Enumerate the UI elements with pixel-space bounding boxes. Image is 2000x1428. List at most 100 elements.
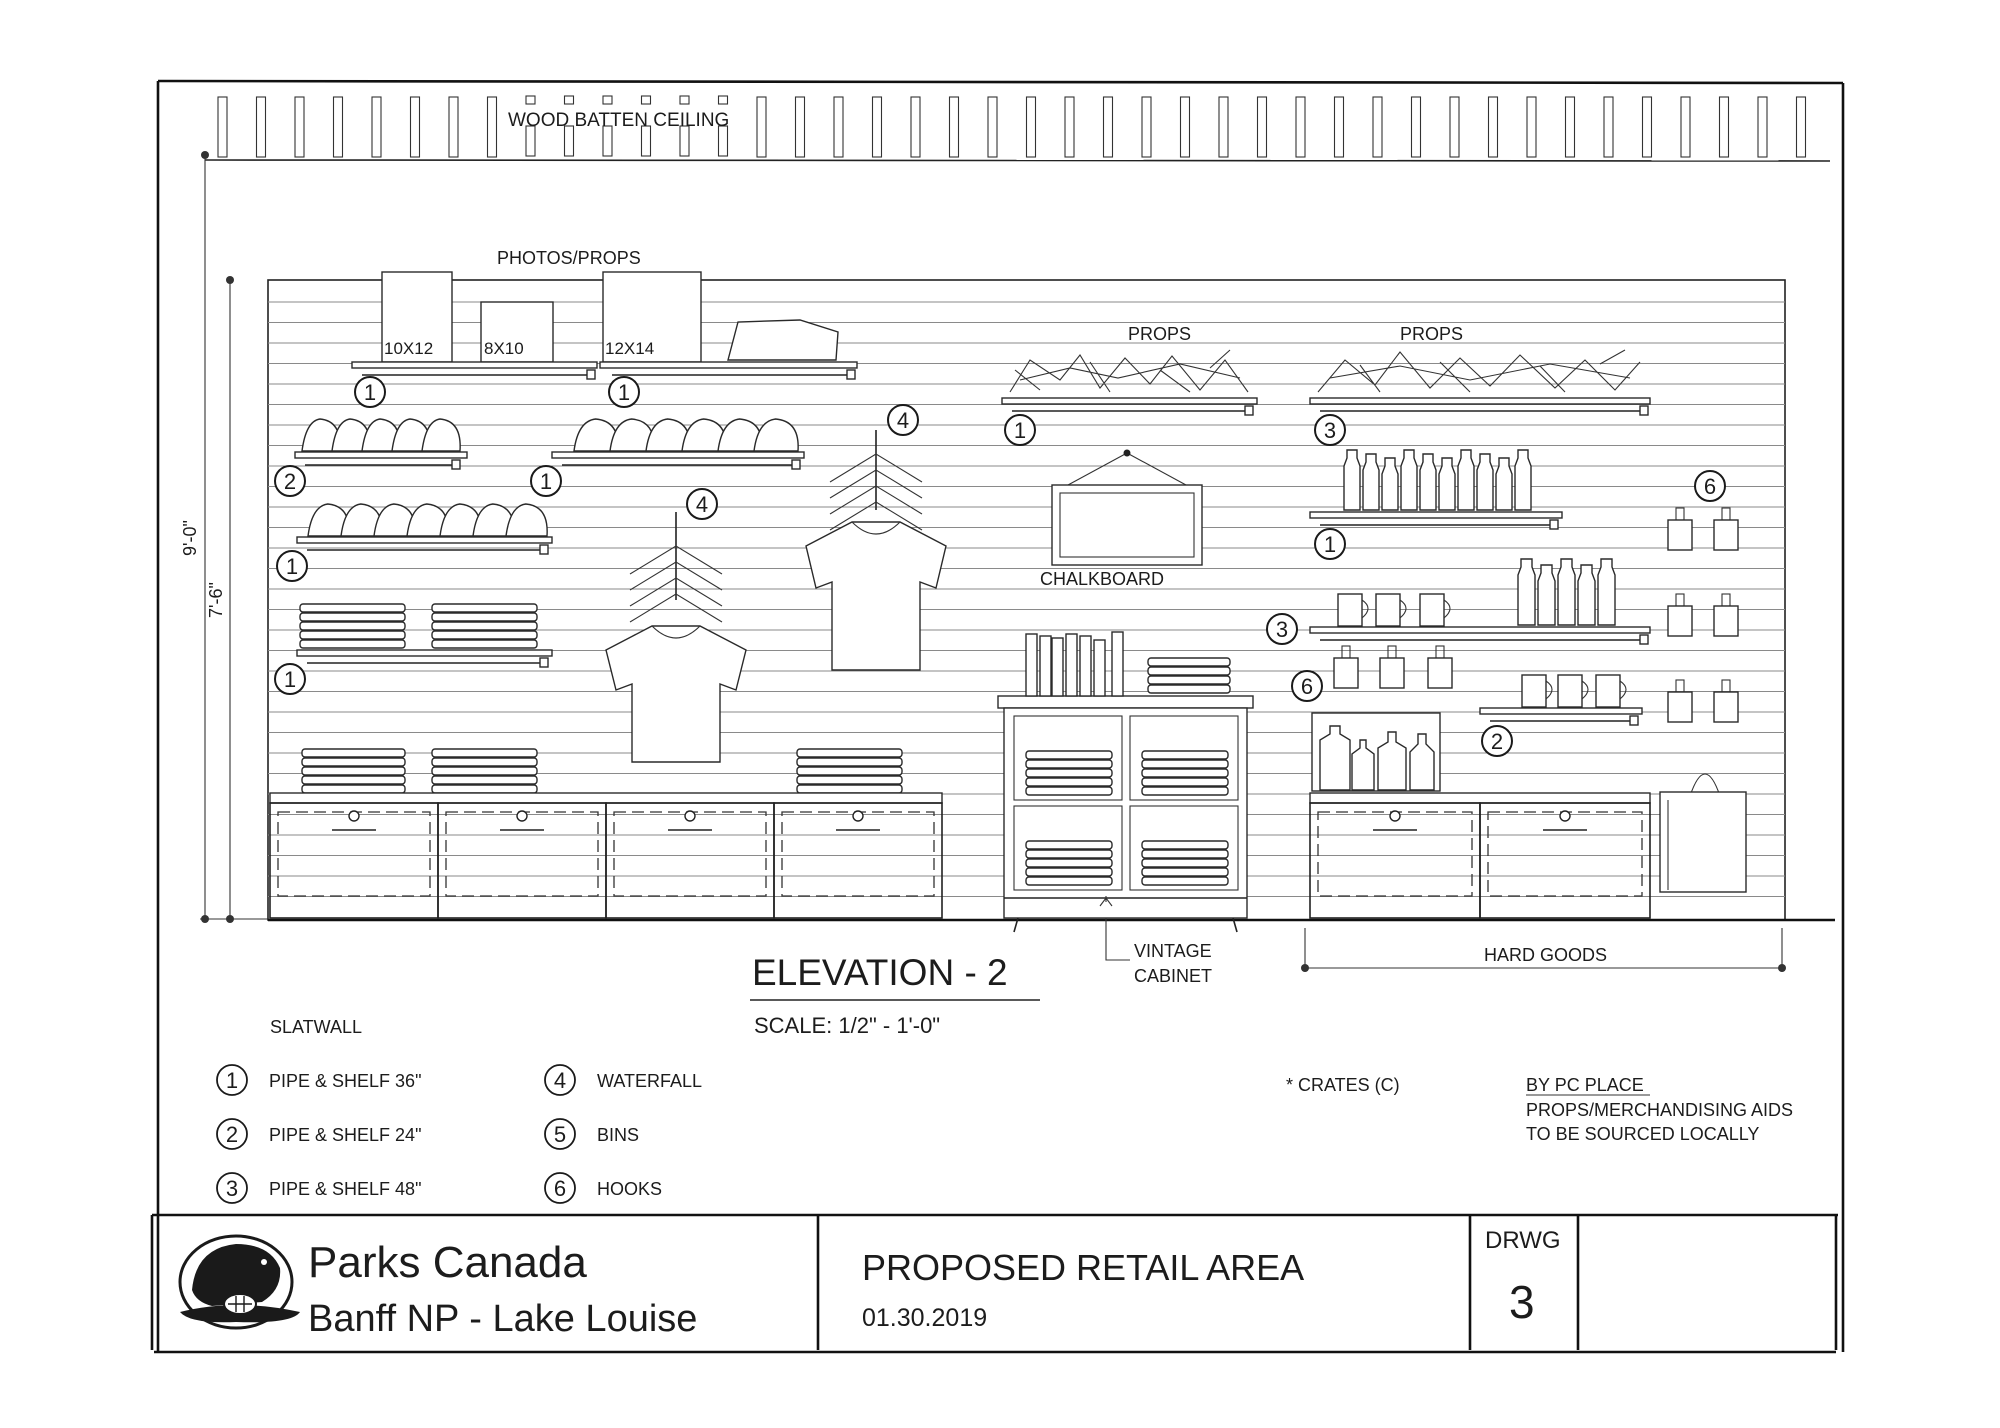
folded-item (431, 757, 538, 767)
book (1051, 637, 1064, 697)
bin-front (277, 811, 431, 897)
folded-item (1141, 786, 1229, 796)
batten (371, 96, 382, 158)
folded-item (1025, 840, 1113, 850)
shelf (551, 451, 805, 470)
elevation-scale: SCALE: 1/2" - 1'-0" (754, 1013, 940, 1038)
folded-item (796, 748, 903, 758)
bottles (1343, 449, 1616, 626)
note-props-aids-line1: PROPS/MERCHANDISING AIDS (1526, 1100, 1793, 1120)
hard-goods-label: HARD GOODS (1484, 945, 1607, 965)
batten (1487, 96, 1499, 158)
batten (640, 95, 652, 105)
bottle (1495, 457, 1513, 511)
folded-item (431, 621, 538, 631)
folded-item (1025, 867, 1113, 877)
dimension-wall-height: 7'-6" (206, 582, 226, 618)
shelf (1309, 397, 1651, 416)
book (1025, 633, 1038, 697)
batten (1526, 96, 1537, 158)
folded-item (1141, 858, 1229, 868)
shelf (599, 361, 858, 380)
batten (1141, 96, 1152, 158)
bin-front (613, 811, 767, 897)
callout-marker: 6 (1694, 470, 1726, 502)
hook-item (1713, 519, 1739, 551)
batten (332, 96, 344, 158)
legend-number: 1 (226, 1068, 238, 1093)
project-title: PROPOSED RETAIL AREA (862, 1247, 1304, 1288)
hook-item (1427, 657, 1453, 689)
folded-item (299, 630, 406, 640)
batten (756, 96, 767, 158)
batten (871, 96, 883, 158)
batten (563, 95, 575, 105)
bottle (1400, 449, 1418, 511)
batten (255, 96, 267, 158)
batten (602, 95, 613, 105)
hard-goods-dimension (1301, 928, 1786, 972)
batten (1218, 96, 1229, 158)
callout-number: 3 (1276, 617, 1288, 642)
folded-item (1025, 750, 1113, 760)
folded-item (301, 784, 406, 794)
folded-item (1025, 876, 1113, 886)
frame-size-12x14: 12X14 (605, 339, 654, 358)
callout-marker: 1 (1004, 414, 1036, 446)
shelf (351, 361, 598, 380)
chalkboard (1051, 449, 1203, 566)
batten (794, 96, 806, 158)
callout-number: 1 (618, 380, 630, 405)
hook-item (1713, 605, 1739, 637)
folded-item (1025, 849, 1113, 859)
dimension-lines (200, 151, 268, 923)
bottle (1419, 453, 1437, 511)
photos-props-label: PHOTOS/PROPS (497, 248, 641, 268)
folded-item (299, 612, 406, 622)
batten (409, 96, 421, 158)
shelf (296, 649, 553, 668)
batten (1064, 96, 1075, 158)
callout-marker: 1 (274, 663, 306, 695)
book (1039, 635, 1052, 697)
note-crates: * CRATES (C) (1286, 1075, 1400, 1095)
folded-item (1025, 768, 1113, 778)
legend-number: 5 (554, 1122, 566, 1147)
callout-number: 1 (540, 469, 552, 494)
batten (1757, 96, 1768, 158)
callout-number: 2 (1491, 729, 1503, 754)
batten (1795, 96, 1807, 158)
org-name: Parks Canada (308, 1238, 587, 1287)
legend-label: PIPE & SHELF 24" (269, 1125, 421, 1145)
folded-item (299, 621, 406, 631)
batten (1449, 96, 1460, 158)
batten (717, 125, 729, 157)
counter-top (1309, 792, 1651, 804)
mug (1337, 593, 1363, 627)
shelf (1309, 626, 1651, 645)
wood-batten-ceiling (217, 95, 1807, 158)
callout-marker: 2 (274, 465, 306, 497)
book (1093, 639, 1106, 697)
mug (1595, 674, 1621, 708)
batten (602, 125, 613, 157)
folded-item (301, 766, 406, 776)
folded-item (1025, 777, 1113, 787)
folded-item (1147, 675, 1231, 685)
shelf (1309, 511, 1563, 530)
shelf (296, 536, 553, 555)
drawing-border (154, 79, 1845, 1354)
batten (1641, 96, 1653, 158)
frame-size-10x12: 10X12 (384, 339, 433, 358)
props-branches (1009, 349, 1641, 393)
batten (1680, 96, 1691, 158)
folded-item (431, 603, 538, 613)
hook-item (1667, 519, 1693, 551)
legend-label: PIPE & SHELF 48" (269, 1179, 421, 1199)
book (1079, 635, 1092, 697)
batten (717, 95, 729, 105)
batten (563, 125, 575, 157)
shopping-bag (1659, 773, 1747, 893)
